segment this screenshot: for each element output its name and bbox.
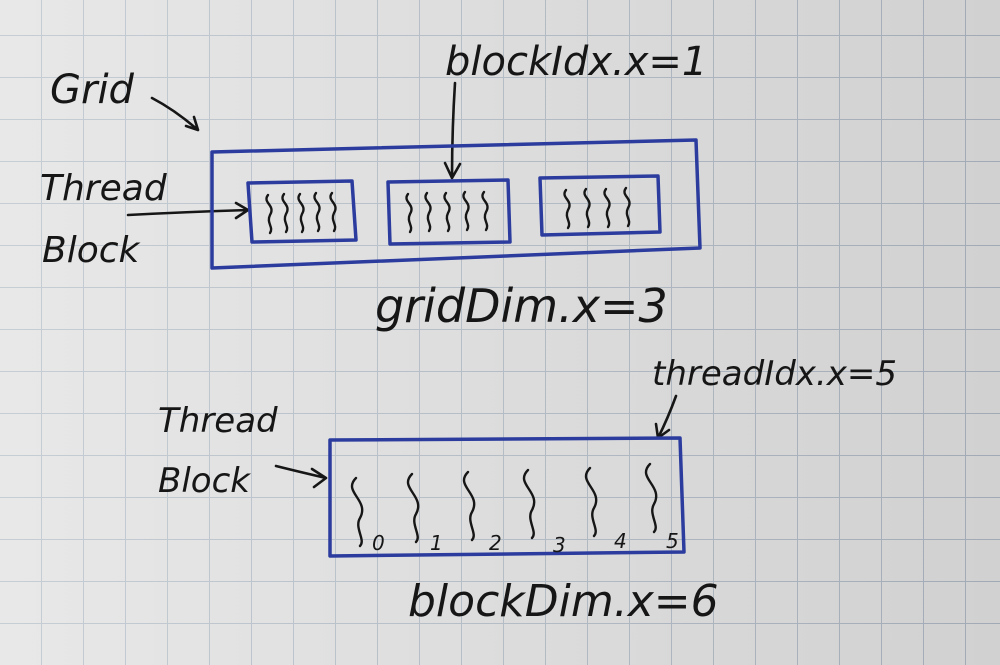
grid-label: Grid	[50, 67, 135, 113]
block-idx-arrow	[443, 81, 462, 180]
thread-block-2	[538, 174, 662, 237]
thread-idx-label: threadIdx.x=5	[652, 354, 897, 394]
thread-block-detail	[328, 436, 686, 558]
threads-detail	[350, 462, 658, 548]
thread-index-2: 2	[489, 531, 502, 555]
thread-block-arrow-top	[126, 201, 250, 220]
block-idx-label: blockIdx.x=1	[445, 39, 707, 85]
grid-arrow	[150, 96, 200, 132]
thread-index-5: 5	[666, 529, 679, 553]
threads-block-1	[405, 190, 489, 234]
thread-block-1	[386, 178, 512, 246]
threads-block-0	[265, 191, 337, 235]
thread-block-0	[246, 179, 358, 244]
thread-block-label-bottom-line2: Block	[158, 461, 251, 501]
thread-index-3: 3	[553, 533, 566, 557]
grid-box	[210, 138, 702, 270]
thread-block-label-top-line2: Block	[42, 230, 142, 271]
threads-block-2	[563, 186, 631, 230]
thread-index-0: 0	[372, 531, 385, 555]
thread-index-4: 4	[614, 529, 627, 553]
thread-idx-arrow	[654, 394, 678, 440]
grid-dim-label: gridDim.x=3	[375, 279, 668, 333]
thread-block-label-top-line1: Thread	[40, 168, 168, 209]
thread-block-label-bottom-line1: Thread	[158, 401, 278, 441]
block-dim-label: blockDim.x=6	[408, 576, 719, 627]
thread-block-arrow-bottom	[274, 464, 328, 489]
thread-index-1: 1	[430, 531, 443, 555]
